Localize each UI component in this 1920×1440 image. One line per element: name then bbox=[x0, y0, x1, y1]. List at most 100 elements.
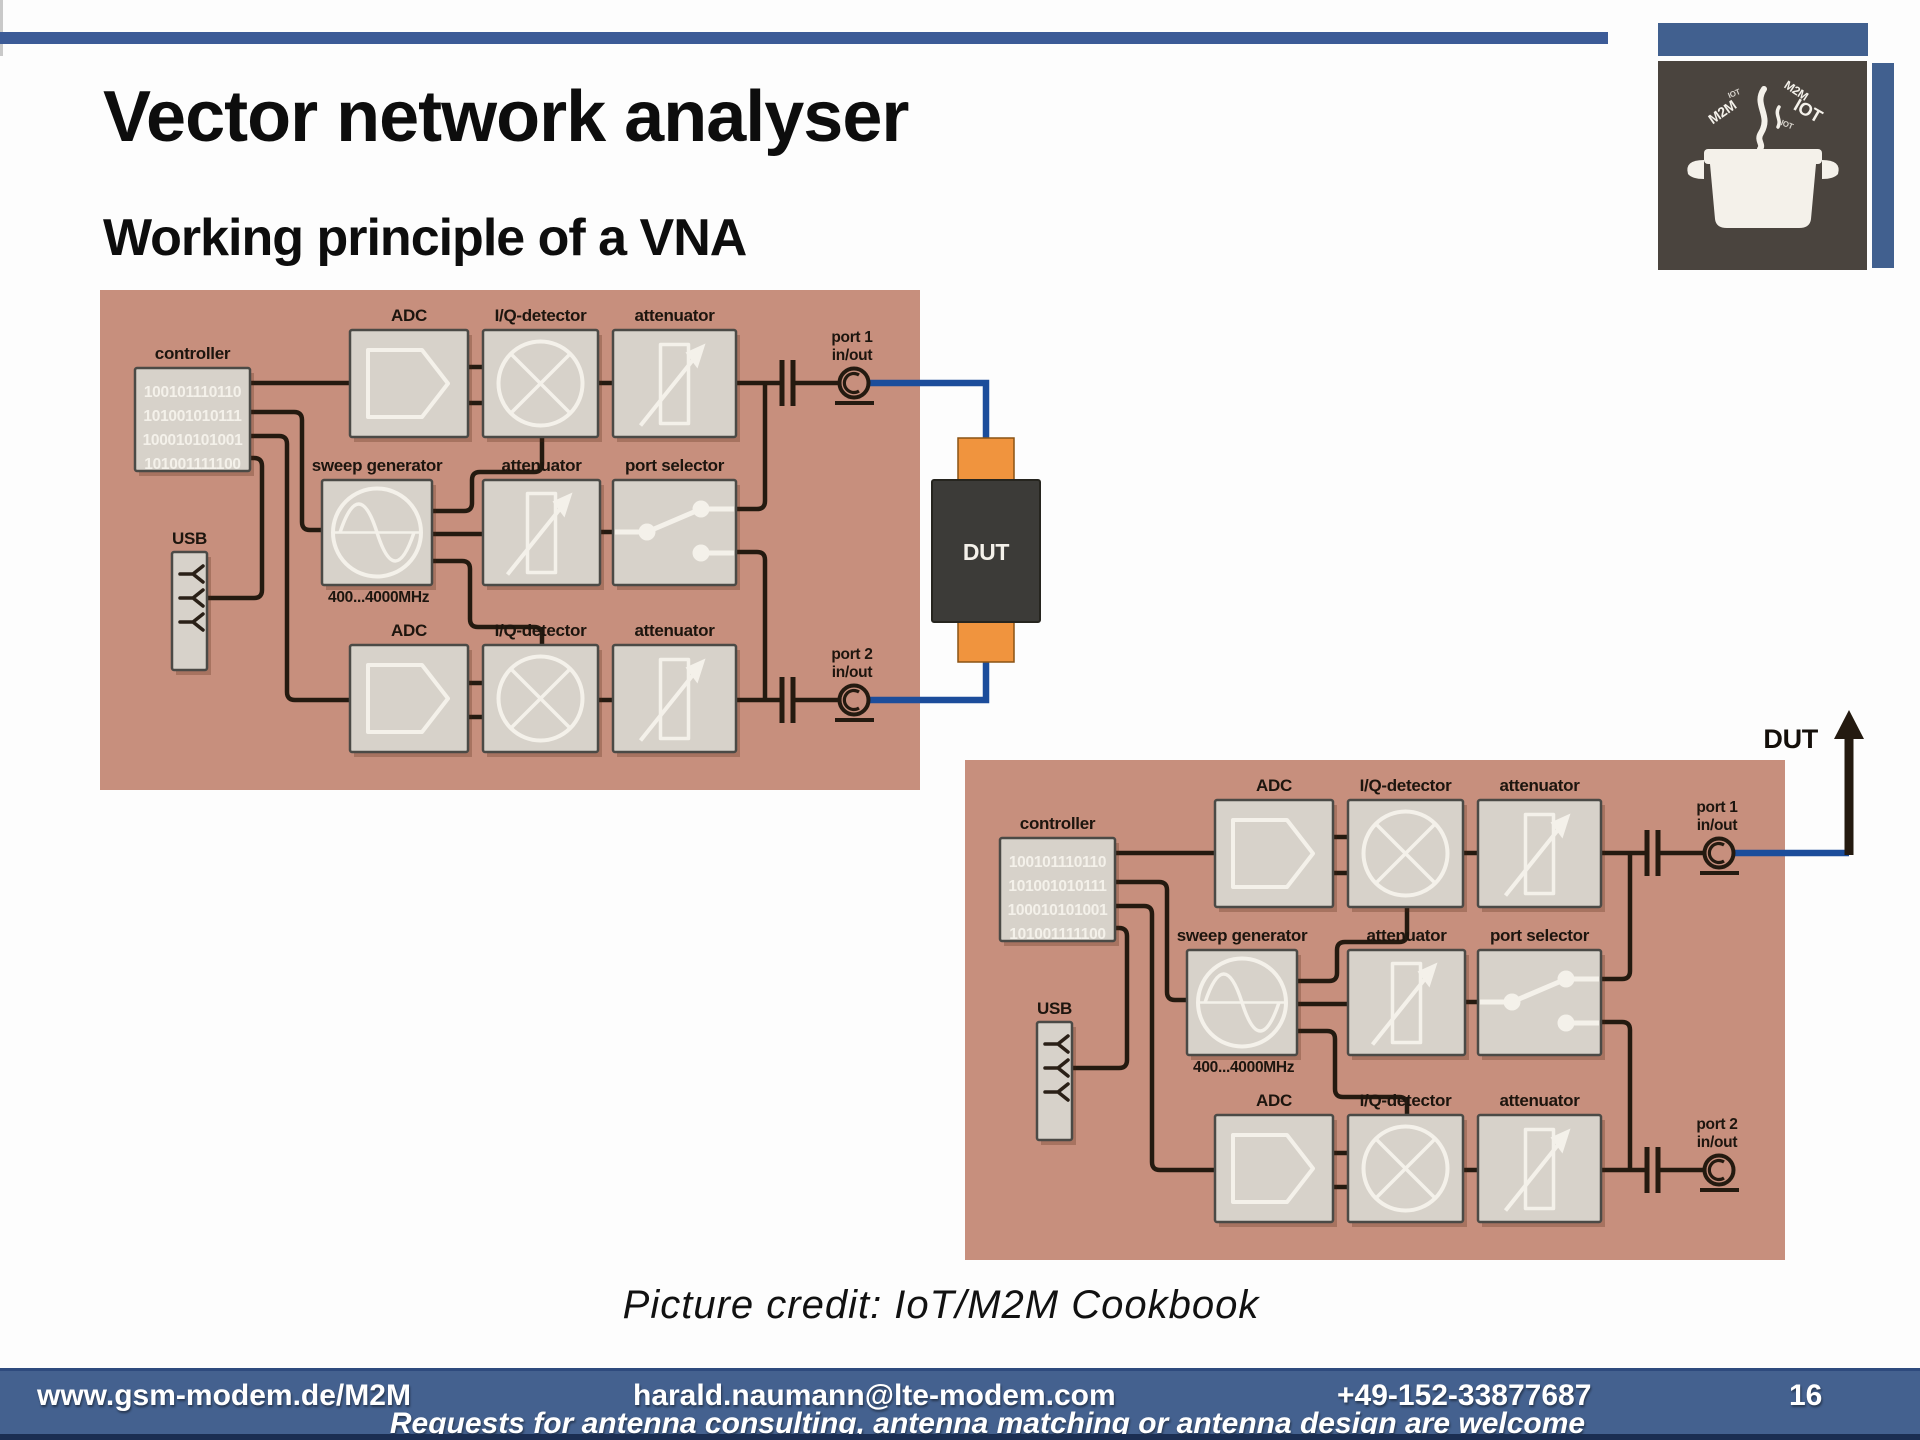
freq-range-label: 400...4000MHz bbox=[328, 589, 430, 606]
wire bbox=[1297, 907, 1410, 984]
wire bbox=[1115, 903, 1215, 1173]
binary-row: 100101110110 bbox=[144, 384, 241, 401]
footer-email-link[interactable]: harald.naumann@lte-modem.com bbox=[633, 1379, 1116, 1412]
binary-row: 101001010111 bbox=[1008, 878, 1107, 895]
adc-label: ADC bbox=[1256, 1091, 1292, 1110]
binary-row: 101001111100 bbox=[144, 456, 240, 473]
adc-label: ADC bbox=[1256, 776, 1292, 795]
attenuator-icon bbox=[525, 491, 558, 575]
attenuator-icon bbox=[1523, 1127, 1556, 1211]
dut-arrow-head bbox=[1834, 710, 1864, 739]
wire bbox=[250, 409, 322, 533]
adc-box bbox=[1213, 798, 1335, 909]
mixer-icon bbox=[1361, 809, 1450, 898]
connector-inner-arc bbox=[1707, 1158, 1725, 1182]
iq-label: I/Q-detector bbox=[495, 306, 587, 325]
switch-contact bbox=[692, 500, 710, 518]
dut-label: DUT bbox=[1763, 724, 1818, 754]
binary-row: 100010101001 bbox=[1008, 902, 1109, 919]
wire bbox=[1601, 853, 1633, 982]
binary-row: 101001010111 bbox=[143, 408, 242, 425]
usb-label: USB bbox=[1037, 999, 1072, 1018]
connector-icon bbox=[837, 366, 871, 400]
adc-icon bbox=[1231, 818, 1315, 889]
adc-box bbox=[1213, 1113, 1335, 1224]
sweep-label: sweep generator bbox=[1177, 926, 1308, 945]
wire bbox=[1601, 1019, 1633, 1170]
adc-box bbox=[348, 643, 470, 754]
switch-contact bbox=[1557, 970, 1575, 988]
switch-contact bbox=[692, 544, 710, 562]
arrow-head bbox=[1550, 1128, 1571, 1154]
dut-connector-bottom bbox=[957, 621, 1015, 663]
wire bbox=[1115, 879, 1187, 1003]
connector-inner-arc bbox=[1707, 841, 1725, 865]
sel-label: port selector bbox=[625, 456, 725, 475]
wire bbox=[250, 433, 350, 703]
attenuator-icon bbox=[658, 657, 691, 741]
usb-icon bbox=[1043, 1034, 1070, 1054]
wire bbox=[1072, 925, 1130, 1071]
footer-bottom-strip bbox=[0, 1434, 1920, 1440]
coax-cable-port1 bbox=[868, 379, 990, 442]
wire bbox=[736, 549, 768, 700]
usb-icon bbox=[1043, 1058, 1070, 1078]
port-label: port 1 bbox=[831, 329, 873, 346]
logo-iot-tiny-left: IOT bbox=[1727, 87, 1742, 100]
controller-box bbox=[133, 366, 252, 473]
mixer-icon bbox=[496, 339, 585, 428]
cooking-pot-logo-icon: M2M IOT M2M IOT IOT bbox=[1687, 78, 1839, 228]
logo-iot-right: IOT bbox=[1790, 95, 1825, 127]
footer-phone: +49-152-33877687 bbox=[1337, 1379, 1592, 1412]
arrow-head bbox=[685, 343, 706, 369]
wire bbox=[736, 383, 768, 512]
switch-icon bbox=[615, 506, 734, 556]
footer-page-number: 16 bbox=[1789, 1379, 1823, 1412]
connector-inner-arc bbox=[842, 688, 860, 712]
footer-website-link[interactable]: www.gsm-modem.de/M2M bbox=[37, 1379, 411, 1412]
arrow-head bbox=[1417, 962, 1438, 988]
wire bbox=[432, 558, 545, 645]
port-label: port 1 bbox=[1696, 799, 1738, 816]
att-label: attenuator bbox=[1499, 776, 1580, 795]
footer-bar bbox=[0, 1368, 1920, 1437]
arrow-head bbox=[1550, 813, 1571, 839]
adc-icon bbox=[366, 663, 450, 734]
port-label: in/out bbox=[1697, 1134, 1738, 1151]
port-label: in/out bbox=[832, 347, 873, 364]
att-label: attenuator bbox=[501, 456, 582, 475]
iq-label: I/Q-detector bbox=[1360, 776, 1452, 795]
controller-label: controller bbox=[155, 344, 231, 363]
usb-icon bbox=[178, 612, 205, 632]
vna-diagram-1: DUTcontroller100101110110101001010111100… bbox=[100, 290, 1041, 790]
steam-icon bbox=[1756, 86, 1768, 152]
steam-small-icon bbox=[1775, 105, 1781, 129]
adc-label: ADC bbox=[391, 621, 427, 640]
page-subtitle: Working principle of a VNA bbox=[103, 209, 747, 267]
adc-label: ADC bbox=[391, 306, 427, 325]
iq-label: I/Q-detector bbox=[1360, 1091, 1452, 1110]
switch-icon bbox=[1480, 976, 1599, 1026]
usb-icon bbox=[178, 588, 205, 608]
attenuator-icon bbox=[658, 342, 691, 426]
diagram-part bbox=[1503, 1144, 1560, 1212]
adc-box bbox=[348, 328, 470, 439]
logo-iot-tiny-right: IOT bbox=[1779, 118, 1794, 131]
page-title: Vector network analyser bbox=[103, 77, 909, 157]
switch-contact bbox=[1557, 1014, 1575, 1032]
dut-connector-top bbox=[957, 437, 1015, 481]
cookbook-logo: M2M IOT M2M IOT IOT bbox=[1658, 61, 1867, 270]
arrow-head bbox=[685, 658, 706, 684]
iq-label: I/Q-detector bbox=[495, 621, 587, 640]
wire bbox=[1297, 1028, 1410, 1115]
slide-edge bbox=[0, 0, 3, 56]
diagram-part bbox=[1374, 1137, 1437, 1200]
port-label: port 2 bbox=[831, 646, 872, 663]
coax-cable-port2 bbox=[868, 658, 990, 704]
connector-inner-arc bbox=[842, 371, 860, 395]
header-rule bbox=[0, 32, 1608, 44]
dut-label: DUT bbox=[963, 539, 1010, 565]
freq-range-label: 400...4000MHz bbox=[1193, 1059, 1295, 1076]
binary-row: 100101110110 bbox=[1009, 854, 1106, 871]
